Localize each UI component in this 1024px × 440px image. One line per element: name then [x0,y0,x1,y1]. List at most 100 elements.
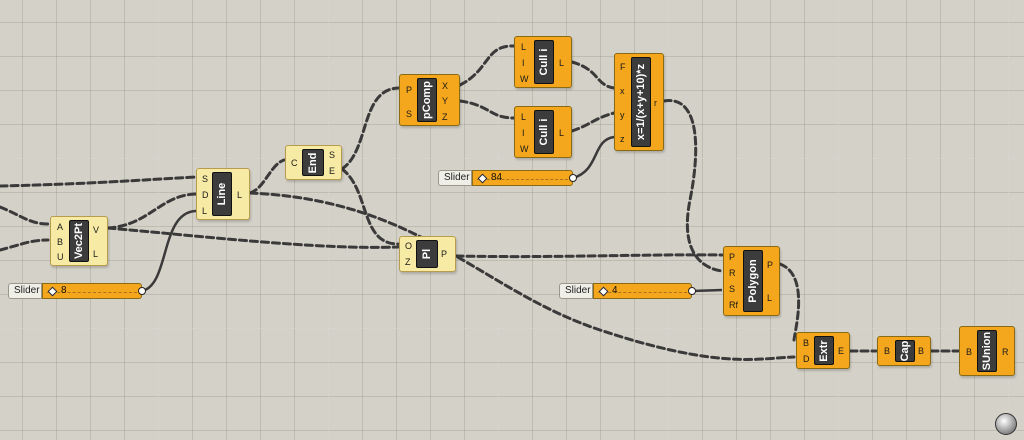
expression-component[interactable]: F x y z x=1/(x+y+10)*z r [614,53,664,151]
polygon-title: Polygon [743,250,763,312]
wire-vec2pt-v-to-pl [106,226,400,249]
wire-pl-to-polygon-p [454,253,724,259]
pcomp-title: pComp [417,78,437,122]
sunion-input-b[interactable]: B [966,347,973,357]
pcomp-output-z[interactable]: Z [442,112,448,122]
vec2pt-input-b[interactable]: B [57,237,64,247]
slider-84-value: 84 [491,172,503,183]
vec2pt-title: Vec2Pt [69,220,89,262]
extrude-component[interactable]: B D Extr E [796,332,850,369]
polygon-output-p[interactable]: P [767,260,774,270]
extr-input-d[interactable]: D [803,354,810,364]
line-input-l[interactable]: L [202,206,208,216]
wire-slider8-to-line-l [141,209,197,293]
cull2-input-i[interactable]: I [522,128,525,138]
vec2pt-output-l[interactable]: L [93,249,99,259]
slider-84-track[interactable]: 84 [472,170,573,186]
pcomp-component[interactable]: P S pComp X Y Z [399,74,460,126]
polygon-input-s[interactable]: S [729,284,736,294]
expr-input-x[interactable]: x [620,86,625,96]
wire-cull2-to-expr-y [570,111,616,133]
pl-output-p[interactable]: P [441,249,448,259]
slider-84[interactable]: Slider 84 [438,170,577,186]
cap-title: Cap [895,340,915,362]
wire-line-to-extr-d [248,191,796,361]
slider-8[interactable]: Slider 8 [8,283,146,299]
wire-cull1-to-expr-x [570,60,616,90]
cull1-input-l[interactable]: L [521,42,527,52]
cull2-output-l[interactable]: L [559,128,565,138]
navigation-sphere-icon[interactable] [995,413,1017,435]
pcomp-output-x[interactable]: X [442,81,449,91]
cull1-output-l[interactable]: L [559,58,565,68]
cull-index-component-top[interactable]: L I W Cull i L [514,36,572,88]
wire-end-e-to-pl-o [340,167,400,246]
pcomp-input-p[interactable]: P [406,85,413,95]
solid-union-component[interactable]: B SUnion R [959,326,1015,376]
end-output-e[interactable]: E [329,166,336,176]
pl-input-o[interactable]: O [405,241,413,251]
polygon-input-rf[interactable]: Rf [729,300,738,310]
diamond-icon [598,286,609,297]
vec2pt-output-v[interactable]: V [93,225,100,235]
cap-component[interactable]: B Cap B [877,336,931,366]
wire-pcomp-x-to-cull1 [458,44,516,87]
diamond-icon [47,286,58,297]
slider-4-value: 4 [612,285,618,296]
pl-input-z[interactable]: Z [405,257,411,267]
line-output-l[interactable]: L [237,190,243,200]
pl-title: Pl [416,240,438,268]
slider-4-track[interactable]: 4 [593,283,692,299]
extr-output-e[interactable]: E [838,346,845,356]
end-input-c[interactable]: C [291,158,298,168]
slider-4[interactable]: Slider 4 [559,283,696,299]
slider-8-output-grip[interactable] [138,287,146,295]
polygon-output-l[interactable]: L [767,293,773,303]
line-input-d[interactable]: D [202,190,209,200]
polygon-input-p[interactable]: P [729,252,736,262]
cull2-input-l[interactable]: L [521,112,527,122]
wire-pcomp-y-to-cull2 [458,99,516,120]
line-input-s[interactable]: S [202,174,209,184]
expr-input-y[interactable]: y [620,110,625,120]
cap-output-b[interactable]: B [918,346,925,356]
polygon-component[interactable]: P R S Rf Polygon P L [723,246,780,316]
cull2-input-w[interactable]: W [520,144,529,154]
plane-component[interactable]: O Z Pl P [399,236,456,272]
slider-84-label: Slider [438,170,472,186]
slider-8-track[interactable]: 8 [42,283,142,299]
sunion-title: SUnion [977,330,997,372]
expr-output-r[interactable]: r [654,98,657,108]
diamond-icon [477,173,488,184]
cap-input-b[interactable]: B [884,346,891,356]
cull-index-component-bottom[interactable]: L I W Cull i L [514,106,572,158]
wire-end-to-pcomp [340,86,400,171]
line-component[interactable]: S D L Line L [196,168,250,220]
slider-84-output-grip[interactable] [569,174,577,182]
pcomp-input-s[interactable]: S [406,109,413,119]
vec2pt-input-a[interactable]: A [57,222,64,232]
polygon-input-r[interactable]: R [729,268,736,278]
wire-slider4-to-polygon-s [691,288,723,293]
slider-4-output-grip[interactable] [688,287,696,295]
sunion-output-r[interactable]: R [1002,347,1009,357]
slider-8-label: Slider [8,283,42,299]
cull1-input-i[interactable]: I [522,58,525,68]
end-title: End [302,149,324,176]
pcomp-output-y[interactable]: Y [442,96,449,106]
slider-4-label: Slider [559,283,593,299]
cull2-title: Cull i [534,110,554,154]
slider-8-value: 8 [61,285,67,296]
end-component[interactable]: C End S E [285,145,342,180]
extr-title: Extr [814,336,834,365]
end-output-s[interactable]: S [329,150,336,160]
wire-left-to-line-s [0,175,198,188]
extr-input-b[interactable]: B [803,338,810,348]
wire-polygon-to-extr-b [778,262,801,342]
vec2pt-component[interactable]: A B U Vec2Pt V L [50,216,108,266]
cull1-input-w[interactable]: W [520,74,529,84]
expr-input-f[interactable]: F [620,62,626,72]
expr-input-z[interactable]: z [620,134,625,144]
vec2pt-input-u[interactable]: U [57,252,64,262]
